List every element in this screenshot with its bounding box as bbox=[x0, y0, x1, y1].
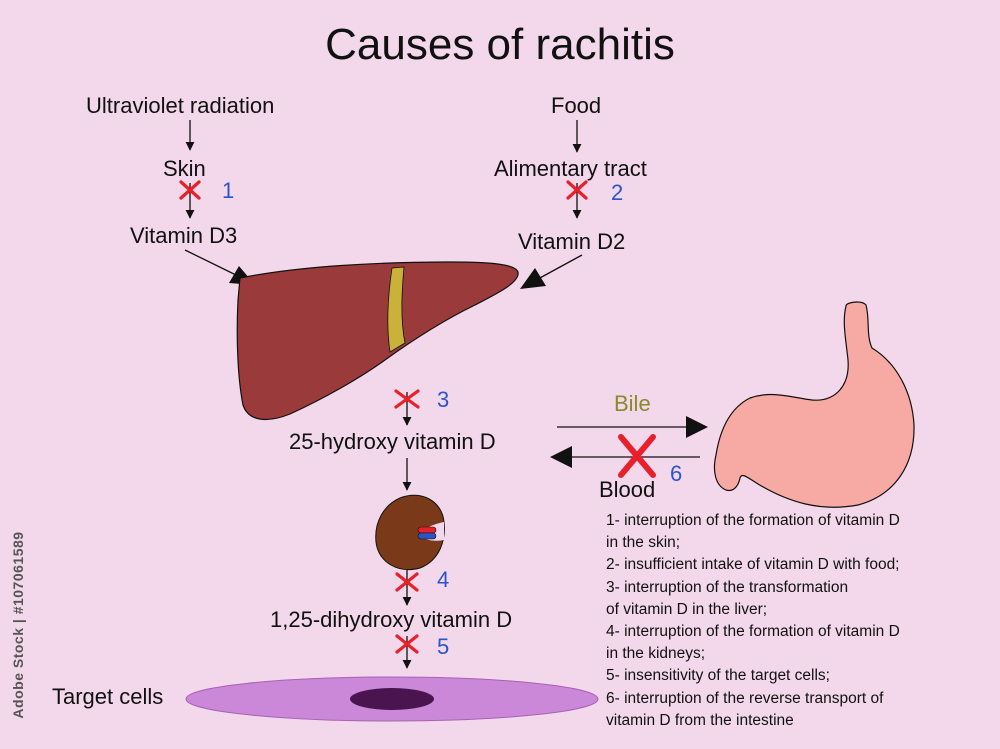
label-skin: Skin bbox=[163, 156, 206, 181]
label-ultraviolet-radiation: Ultraviolet radiation bbox=[86, 93, 275, 118]
arrowhead-bile bbox=[686, 416, 708, 438]
block-cross-6 bbox=[618, 434, 656, 478]
block-cross-1 bbox=[179, 180, 201, 200]
label-bile: Bile bbox=[614, 391, 651, 416]
legend-line: in the skin; bbox=[606, 534, 681, 552]
arrowhead-vitd2-liver bbox=[520, 268, 546, 289]
marker-number-4: 4 bbox=[437, 567, 450, 592]
legend-line: 5- insensitivity of the target cells; bbox=[606, 667, 830, 685]
legend-line: 2- insufficient intake of vitamin D with… bbox=[606, 556, 900, 574]
legend-line: 3- interruption of the transformation bbox=[606, 578, 849, 596]
cause-legend: 1- interruption of the formation of vita… bbox=[606, 510, 900, 732]
legend-line: 1- interruption of the formation of vita… bbox=[606, 512, 900, 529]
label-food: Food bbox=[551, 93, 602, 118]
legend-line: vitamin D from the intestine bbox=[606, 711, 794, 729]
page-title: Causes of rachitis bbox=[325, 20, 675, 69]
target-cell-nucleus bbox=[350, 688, 434, 710]
marker-number-2: 2 bbox=[611, 180, 624, 205]
label-vitamin-d2: Vitamin D2 bbox=[518, 229, 626, 254]
block-cross-4 bbox=[395, 572, 419, 592]
kidney-vein bbox=[417, 532, 437, 540]
stock-watermark: Adobe Stock | #107061589 bbox=[4, 520, 32, 730]
label-vitamin-d3: Vitamin D3 bbox=[130, 223, 238, 248]
label-alimentary-tract: Alimentary tract bbox=[494, 156, 647, 181]
stomach bbox=[713, 301, 915, 508]
arrow-vitd3-liver bbox=[184, 249, 239, 277]
watermark-text: Adobe Stock | #107061589 bbox=[10, 531, 26, 719]
legend-line: 4- interruption of the formation of vita… bbox=[606, 623, 900, 641]
block-cross-3 bbox=[394, 389, 420, 409]
label-25-hydroxy-vitamin-d: 25-hydroxy vitamin D bbox=[289, 429, 496, 454]
block-cross-2 bbox=[566, 180, 588, 200]
legend-line: of vitamin D in the liver; bbox=[606, 600, 768, 618]
marker-number-5: 5 bbox=[437, 634, 450, 659]
label-blood: Blood bbox=[599, 477, 656, 502]
liver bbox=[236, 261, 519, 421]
kidney bbox=[375, 494, 445, 570]
legend-line: in the kidneys; bbox=[606, 645, 706, 663]
marker-number-6: 6 bbox=[670, 461, 683, 486]
arrowhead-blood bbox=[550, 446, 572, 468]
label-target-cells: Target cells bbox=[52, 684, 164, 709]
marker-number-1: 1 bbox=[222, 178, 235, 203]
gallbladder bbox=[387, 266, 406, 353]
marker-number-3: 3 bbox=[437, 387, 450, 412]
arrow-vitd2-liver bbox=[537, 254, 583, 280]
block-cross-5 bbox=[395, 634, 419, 654]
legend-line: 6- interruption of the reverse transport… bbox=[606, 689, 884, 707]
label-1-25-dihydroxy-vitamin-d: 1,25-dihydroxy vitamin D bbox=[270, 607, 513, 632]
kidney-artery bbox=[417, 526, 437, 534]
